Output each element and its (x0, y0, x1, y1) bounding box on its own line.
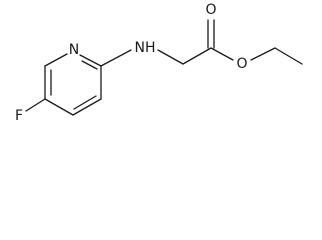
pyridine-ring (44, 53, 102, 116)
bond-ester-o-ch2 (250, 47, 276, 61)
bond-ch2-carbonyl (182, 47, 212, 65)
bond-c2-nh (100, 49, 132, 67)
bond-c3-c4 (72, 98, 102, 116)
bond-carbonyl-ester-o (210, 47, 234, 61)
bond-c6-n1 (44, 53, 68, 67)
bond-c3-c4-double (73, 95, 97, 110)
bond-n1-c2 (79, 54, 102, 67)
ester-oxygen-label: O (236, 56, 247, 72)
amine-nh-label: NH (135, 40, 156, 56)
fluorine-label: F (15, 108, 23, 124)
ring-nitrogen-label: N (69, 42, 79, 58)
chemical-structure-diagram: N NH O O F (15, 2, 303, 124)
bond-c4-c5 (44, 98, 74, 116)
bond-ethyl (274, 47, 303, 65)
carbonyl-oxygen-label: O (205, 2, 216, 18)
bond-n1-c2-double (81, 60, 98, 70)
bond-nh-ch2 (157, 49, 184, 65)
bond-c5-f (25, 98, 46, 112)
